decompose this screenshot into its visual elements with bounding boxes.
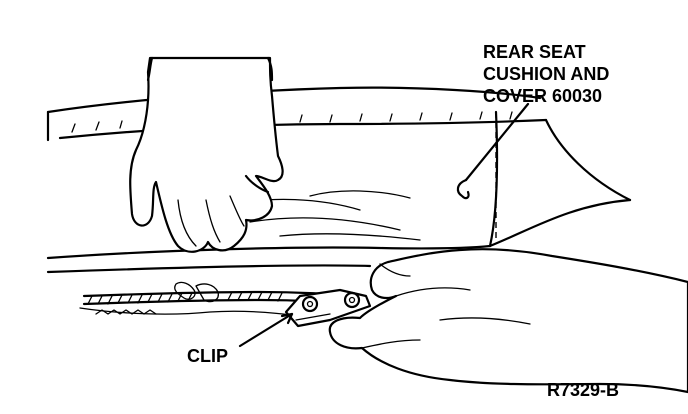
- clip-leader-line: [238, 312, 294, 348]
- seat-label-line-2: CUSHION AND: [483, 64, 609, 84]
- clip: [284, 288, 372, 328]
- figure-reference: R7329-B: [547, 380, 619, 400]
- lower-hand: [328, 248, 688, 394]
- clip-label: CLIP: [187, 346, 228, 366]
- seat-label-line-3: COVER 60030: [483, 86, 602, 106]
- seat-label: REAR SEAT CUSHION AND COVER 60030: [483, 42, 614, 106]
- upper-hand: [129, 56, 284, 253]
- seat-label-line-1: REAR SEAT: [483, 42, 586, 62]
- seat-leader-line: [456, 102, 530, 238]
